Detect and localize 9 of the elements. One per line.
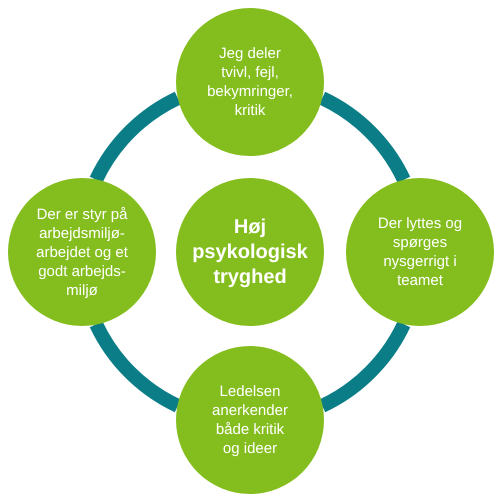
ring-connector [318,320,410,412]
circle-text: Der lyttes og spørges nysgerrigt i teamet [377,214,463,290]
ring-connector [318,92,410,184]
ring-connector [90,320,182,412]
circle-text: Jeg deler tvivl, fejl, bekymringer, kritik [206,44,294,120]
ring-connector [90,92,182,184]
circle-text: Ledelsen anerkender både kritik og ideer [211,382,289,458]
circle-text: Der er styr på arbejdsmiljø-arbejdet og et godt arbejds-miljø [35,204,129,300]
center-heading: Høj psykologisk tryghed [191,214,309,290]
